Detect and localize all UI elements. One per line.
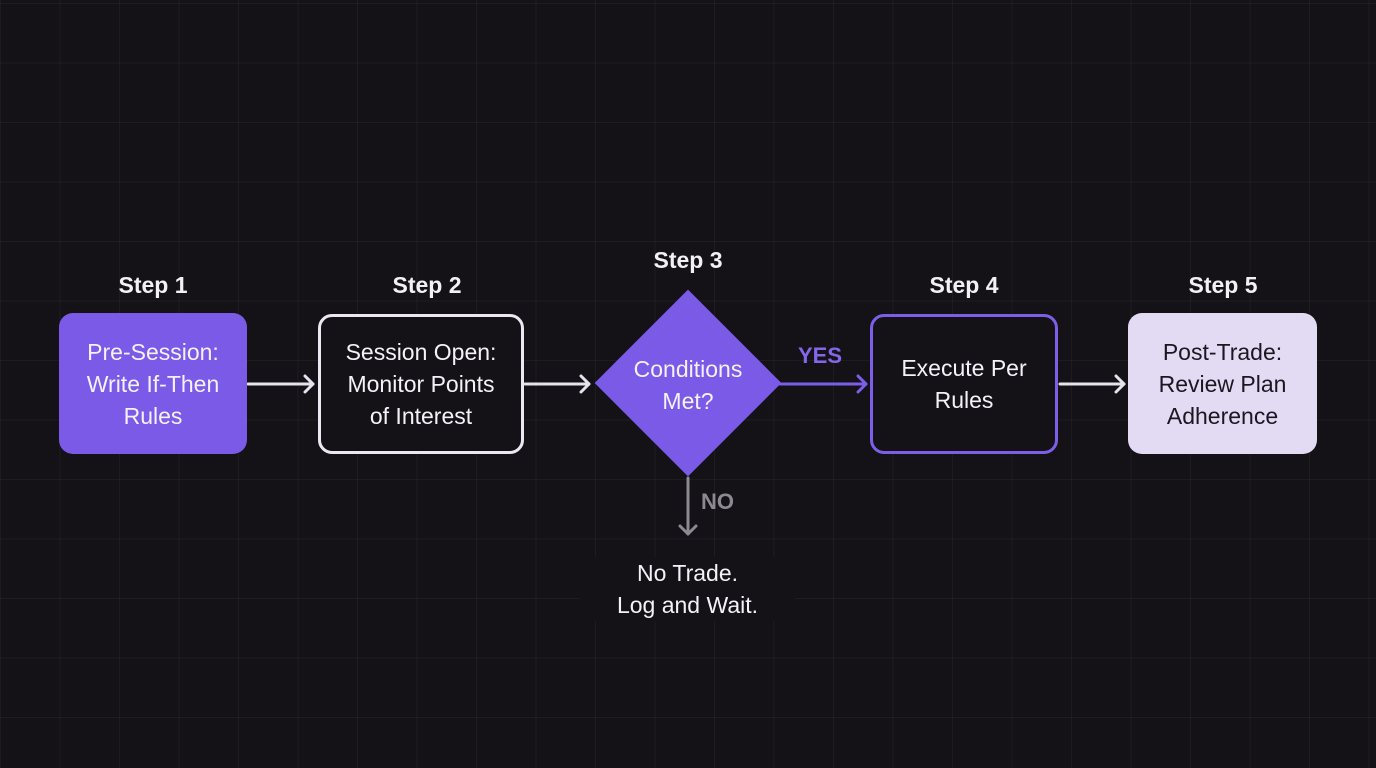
- step-2-label: Step 2: [392, 272, 462, 298]
- step-5-label: Step 5: [1188, 272, 1258, 298]
- arrow-no-branch: [678, 476, 698, 536]
- step-4-box: Execute Per Rules: [870, 314, 1058, 454]
- step-4-label: Step 4: [929, 272, 999, 298]
- step-2-text: Session Open: Monitor Points of Interest: [345, 339, 497, 429]
- step-1-text: Pre-Session: Write If-Then Rules: [86, 338, 220, 429]
- step-3-label: Step 3: [653, 247, 723, 273]
- arrow-yes-branch: [778, 374, 868, 394]
- step-5-text: Post-Trade: Review Plan Adherence: [1158, 338, 1287, 429]
- decision-text: Conditions Met?: [633, 356, 743, 414]
- yes-branch-label: YES: [798, 343, 843, 368]
- arrow-step2-to-step3: [523, 374, 591, 394]
- no-trade-outcome: No Trade. Log and Wait.: [580, 557, 795, 621]
- no-branch-label: NO: [701, 489, 734, 514]
- step-4-text: Execute Per Rules: [901, 355, 1027, 413]
- step-5-box: Post-Trade: Review Plan Adherence: [1128, 313, 1317, 454]
- arrow-step1-to-step2: [246, 374, 315, 394]
- step-1-label: Step 1: [118, 272, 188, 298]
- arrow-step4-to-step5: [1058, 374, 1126, 394]
- step-1-box: Pre-Session: Write If-Then Rules: [59, 313, 247, 454]
- step-2-box: Session Open: Monitor Points of Interest: [318, 314, 524, 454]
